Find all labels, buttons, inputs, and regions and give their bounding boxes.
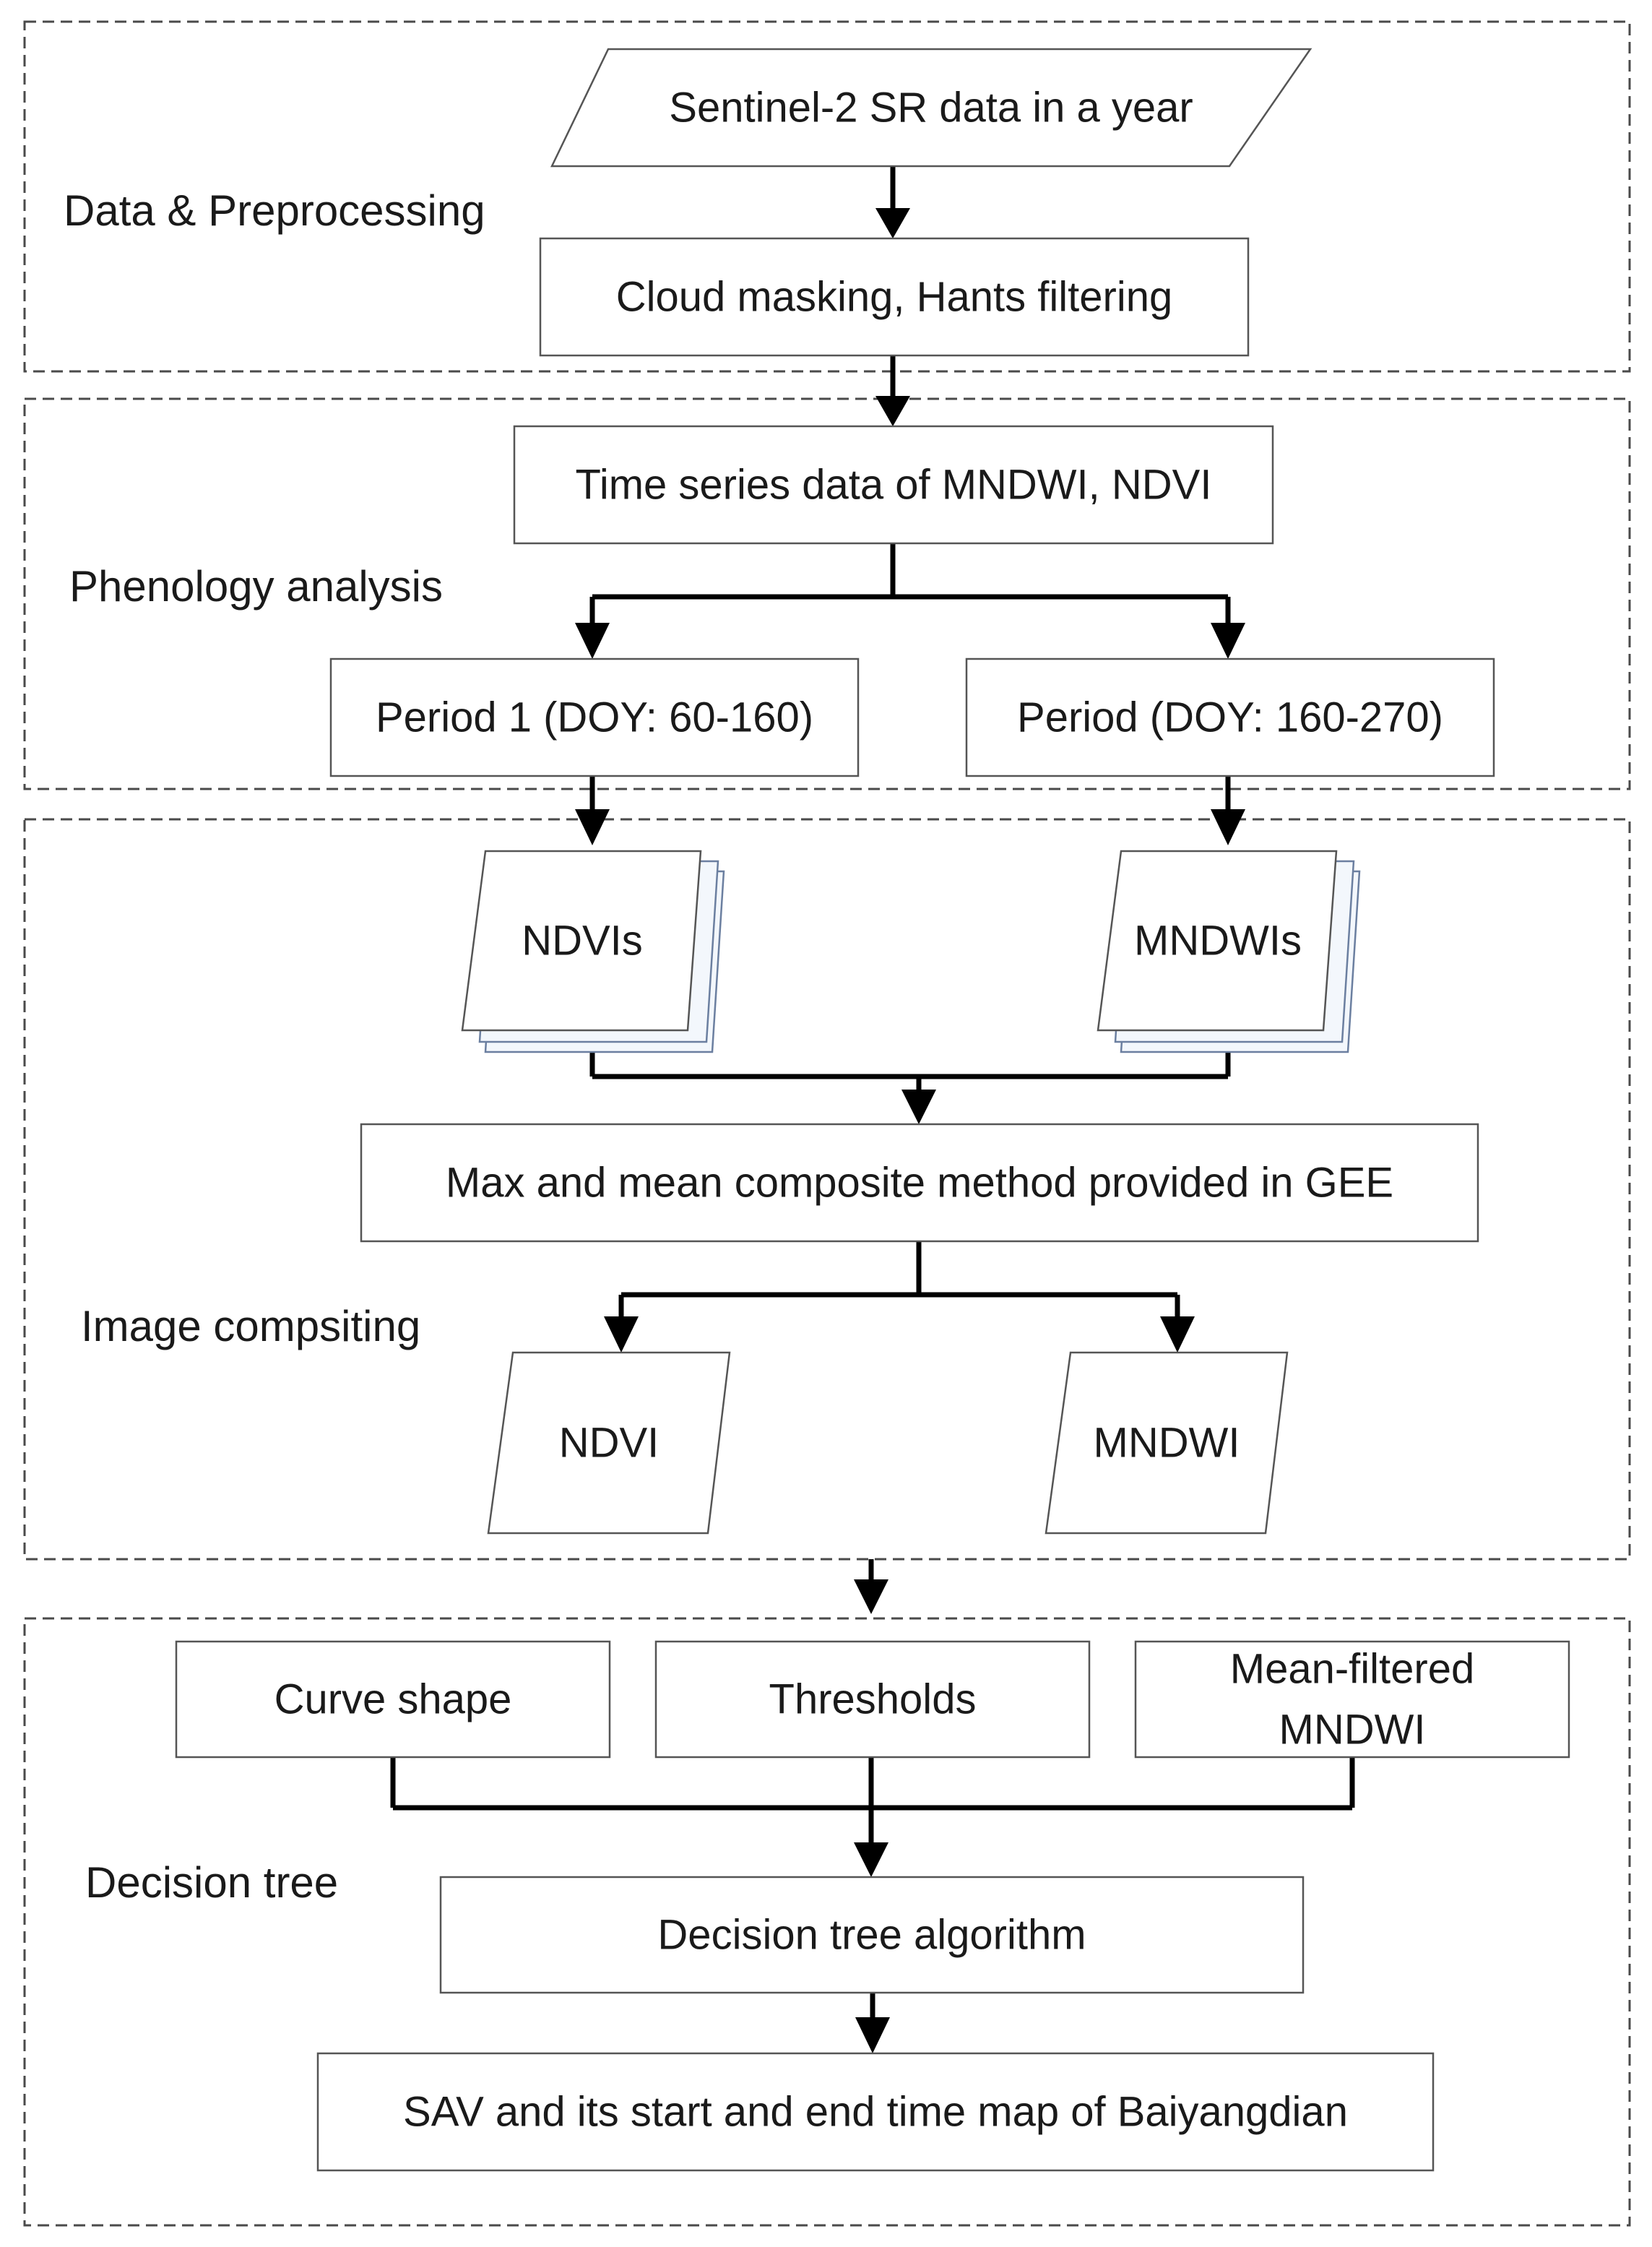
node-composite-method: Max and mean composite method provided i… bbox=[360, 1123, 1479, 1243]
node-period-1: Period 1 (DOY: 60-160) bbox=[329, 657, 860, 777]
node-mean-filtered-label-line1: Mean-filtered bbox=[1230, 1646, 1474, 1693]
node-mndwi: MNDWI bbox=[1045, 1351, 1289, 1535]
arrowhead bbox=[855, 2017, 890, 2053]
arrowhead bbox=[1160, 1316, 1195, 1353]
arrowhead bbox=[854, 1842, 888, 1877]
node-thresholds-label: Thresholds bbox=[769, 1676, 977, 1723]
node-cloud-masking-label: Cloud masking, Hants filtering bbox=[616, 274, 1172, 321]
node-ndvi-label: NDVI bbox=[559, 1420, 659, 1467]
node-output-map-label: SAV and its start and end time map of Ba… bbox=[403, 2089, 1348, 2136]
section-label-preprocessing: Data & Preprocessing bbox=[64, 186, 485, 235]
stack-sheet-front bbox=[461, 850, 702, 1032]
arrowhead bbox=[575, 623, 610, 659]
node-period-2-label: Period (DOY: 160-270) bbox=[1017, 694, 1443, 741]
node-mndwi-label: MNDWI bbox=[1094, 1420, 1240, 1467]
arrowheads bbox=[575, 208, 1245, 2053]
node-period-2: Period (DOY: 160-270) bbox=[965, 657, 1495, 777]
node-mndwis-label: MNDWIs bbox=[1134, 918, 1302, 965]
node-curve-shape-label: Curve shape bbox=[274, 1676, 512, 1723]
node-thresholds: Thresholds bbox=[654, 1640, 1091, 1759]
section-label-compositing: Image compsiting bbox=[81, 1302, 420, 1350]
node-mean-filtered-mndwi: Mean-filtered MNDWI bbox=[1134, 1640, 1570, 1759]
arrowhead bbox=[1211, 623, 1245, 659]
node-ndvis-label: NDVIs bbox=[522, 918, 643, 965]
arrowhead bbox=[575, 809, 610, 845]
node-mean-filtered-label-line2: MNDWI bbox=[1279, 1707, 1426, 1754]
node-cloud-masking: Cloud masking, Hants filtering bbox=[539, 237, 1250, 357]
node-output-map: SAV and its start and end time map of Ba… bbox=[316, 2052, 1435, 2172]
frame-phenology bbox=[23, 397, 1631, 790]
stack-sheet-front bbox=[1097, 850, 1338, 1032]
arrowhead bbox=[901, 1090, 936, 1124]
node-input-data: Sentinel-2 SR data in a year bbox=[550, 48, 1312, 168]
node-period-1-label: Period 1 (DOY: 60-160) bbox=[376, 694, 813, 741]
arrowhead bbox=[854, 1579, 888, 1614]
frame-compositing bbox=[23, 818, 1631, 1561]
frame-decision bbox=[23, 1617, 1631, 2227]
node-time-series-label: Time series data of MNDWI, NDVI bbox=[576, 462, 1212, 509]
arrowhead bbox=[1211, 809, 1245, 845]
node-input-data-label: Sentinel-2 SR data in a year bbox=[669, 85, 1193, 131]
node-decision-algorithm-label: Decision tree algorithm bbox=[657, 1912, 1086, 1959]
frame-preprocessing bbox=[23, 20, 1631, 373]
node-time-series: Time series data of MNDWI, NDVI bbox=[513, 425, 1274, 545]
arrowhead bbox=[604, 1316, 639, 1353]
arrowhead bbox=[875, 396, 910, 426]
node-decision-algorithm: Decision tree algorithm bbox=[439, 1876, 1305, 1994]
section-label-phenology: Phenology analysis bbox=[69, 562, 443, 611]
node-mndwis-stack: MNDWIs bbox=[1097, 850, 1361, 1053]
node-curve-shape: Curve shape bbox=[175, 1640, 611, 1759]
node-ndvi: NDVI bbox=[487, 1351, 731, 1535]
node-composite-method-label: Max and mean composite method provided i… bbox=[446, 1160, 1393, 1207]
arrowhead bbox=[875, 208, 910, 238]
node-ndvis-stack: NDVIs bbox=[461, 850, 725, 1053]
section-label-decision: Decision tree bbox=[85, 1858, 338, 1907]
connectors bbox=[390, 166, 1355, 2020]
